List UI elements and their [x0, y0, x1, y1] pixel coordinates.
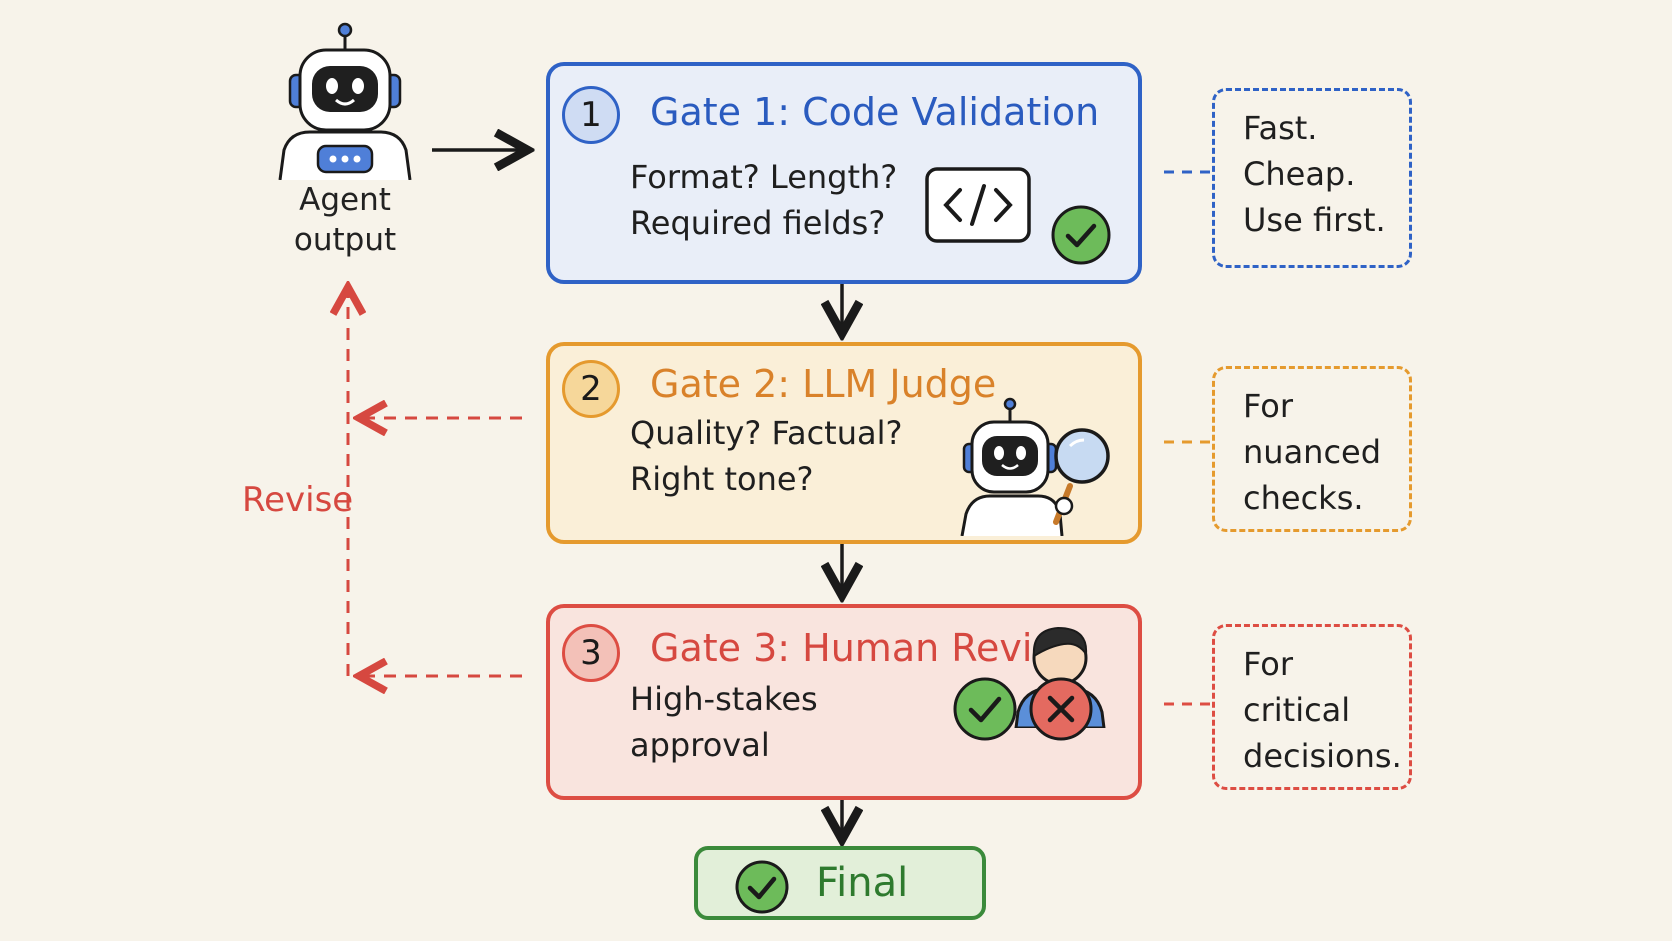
note-line: Use first.	[1243, 201, 1386, 239]
final-check-icon	[735, 860, 789, 914]
gate-title: Gate 3: Human Review	[650, 626, 1087, 670]
gate-criteria-line: Right tone?	[630, 460, 814, 498]
gate-criteria-line: Format? Length?	[630, 158, 898, 196]
gate-criteria-line: High-stakes	[630, 680, 818, 718]
gate-criteria: High-stakes approval	[630, 676, 818, 768]
agent-label-line: Agent	[299, 182, 391, 218]
agent-output-label: Agent output	[290, 180, 400, 260]
note-line: Fast.	[1243, 109, 1318, 147]
gate-criteria: Quality? Factual? Right tone?	[630, 410, 902, 502]
revise-label: Revise	[242, 480, 354, 520]
gate-3-box: 3 Gate 3: Human Review High-stakes appro…	[546, 604, 1142, 800]
note-line: nuanced	[1243, 433, 1382, 471]
note-line: decisions.	[1243, 737, 1402, 775]
agent-robot-icon	[278, 22, 412, 180]
gate-number-badge: 2	[562, 360, 620, 418]
robot-with-magnifier-icon	[960, 397, 1110, 536]
note-line: critical	[1243, 691, 1351, 729]
note-line: For	[1243, 645, 1293, 683]
final-label: Final	[816, 860, 909, 906]
gate-criteria: Format? Length? Required fields?	[630, 154, 897, 246]
final-box: Final	[694, 846, 986, 920]
agent-label-line: output	[293, 222, 397, 258]
gate-criteria-line: Required fields?	[630, 204, 886, 242]
note-line: For	[1243, 387, 1293, 425]
check-icon	[1051, 205, 1111, 265]
reject-icon	[1029, 677, 1093, 741]
note-line: Cheap.	[1243, 155, 1356, 193]
code-icon	[925, 167, 1031, 243]
gate-number-badge: 1	[562, 86, 620, 144]
gate-2-box: 2 Gate 2: LLM Judge Quality? Factual? Ri…	[546, 342, 1142, 544]
gate-1-note: Fast. Cheap. Use first.	[1212, 88, 1412, 268]
gate-1-box: 1 Gate 1: Code Validation Format? Length…	[546, 62, 1142, 284]
gate-2-note: For nuanced checks.	[1212, 366, 1412, 532]
gate-criteria-line: Quality? Factual?	[630, 414, 903, 452]
note-line: checks.	[1243, 479, 1364, 517]
gate-title: Gate 1: Code Validation	[650, 90, 1100, 134]
gate-3-note: For critical decisions.	[1212, 624, 1412, 790]
gate-criteria-line: approval	[630, 726, 770, 764]
gate-number-badge: 3	[562, 624, 620, 682]
gate-title: Gate 2: LLM Judge	[650, 362, 997, 406]
approve-icon	[953, 677, 1017, 741]
